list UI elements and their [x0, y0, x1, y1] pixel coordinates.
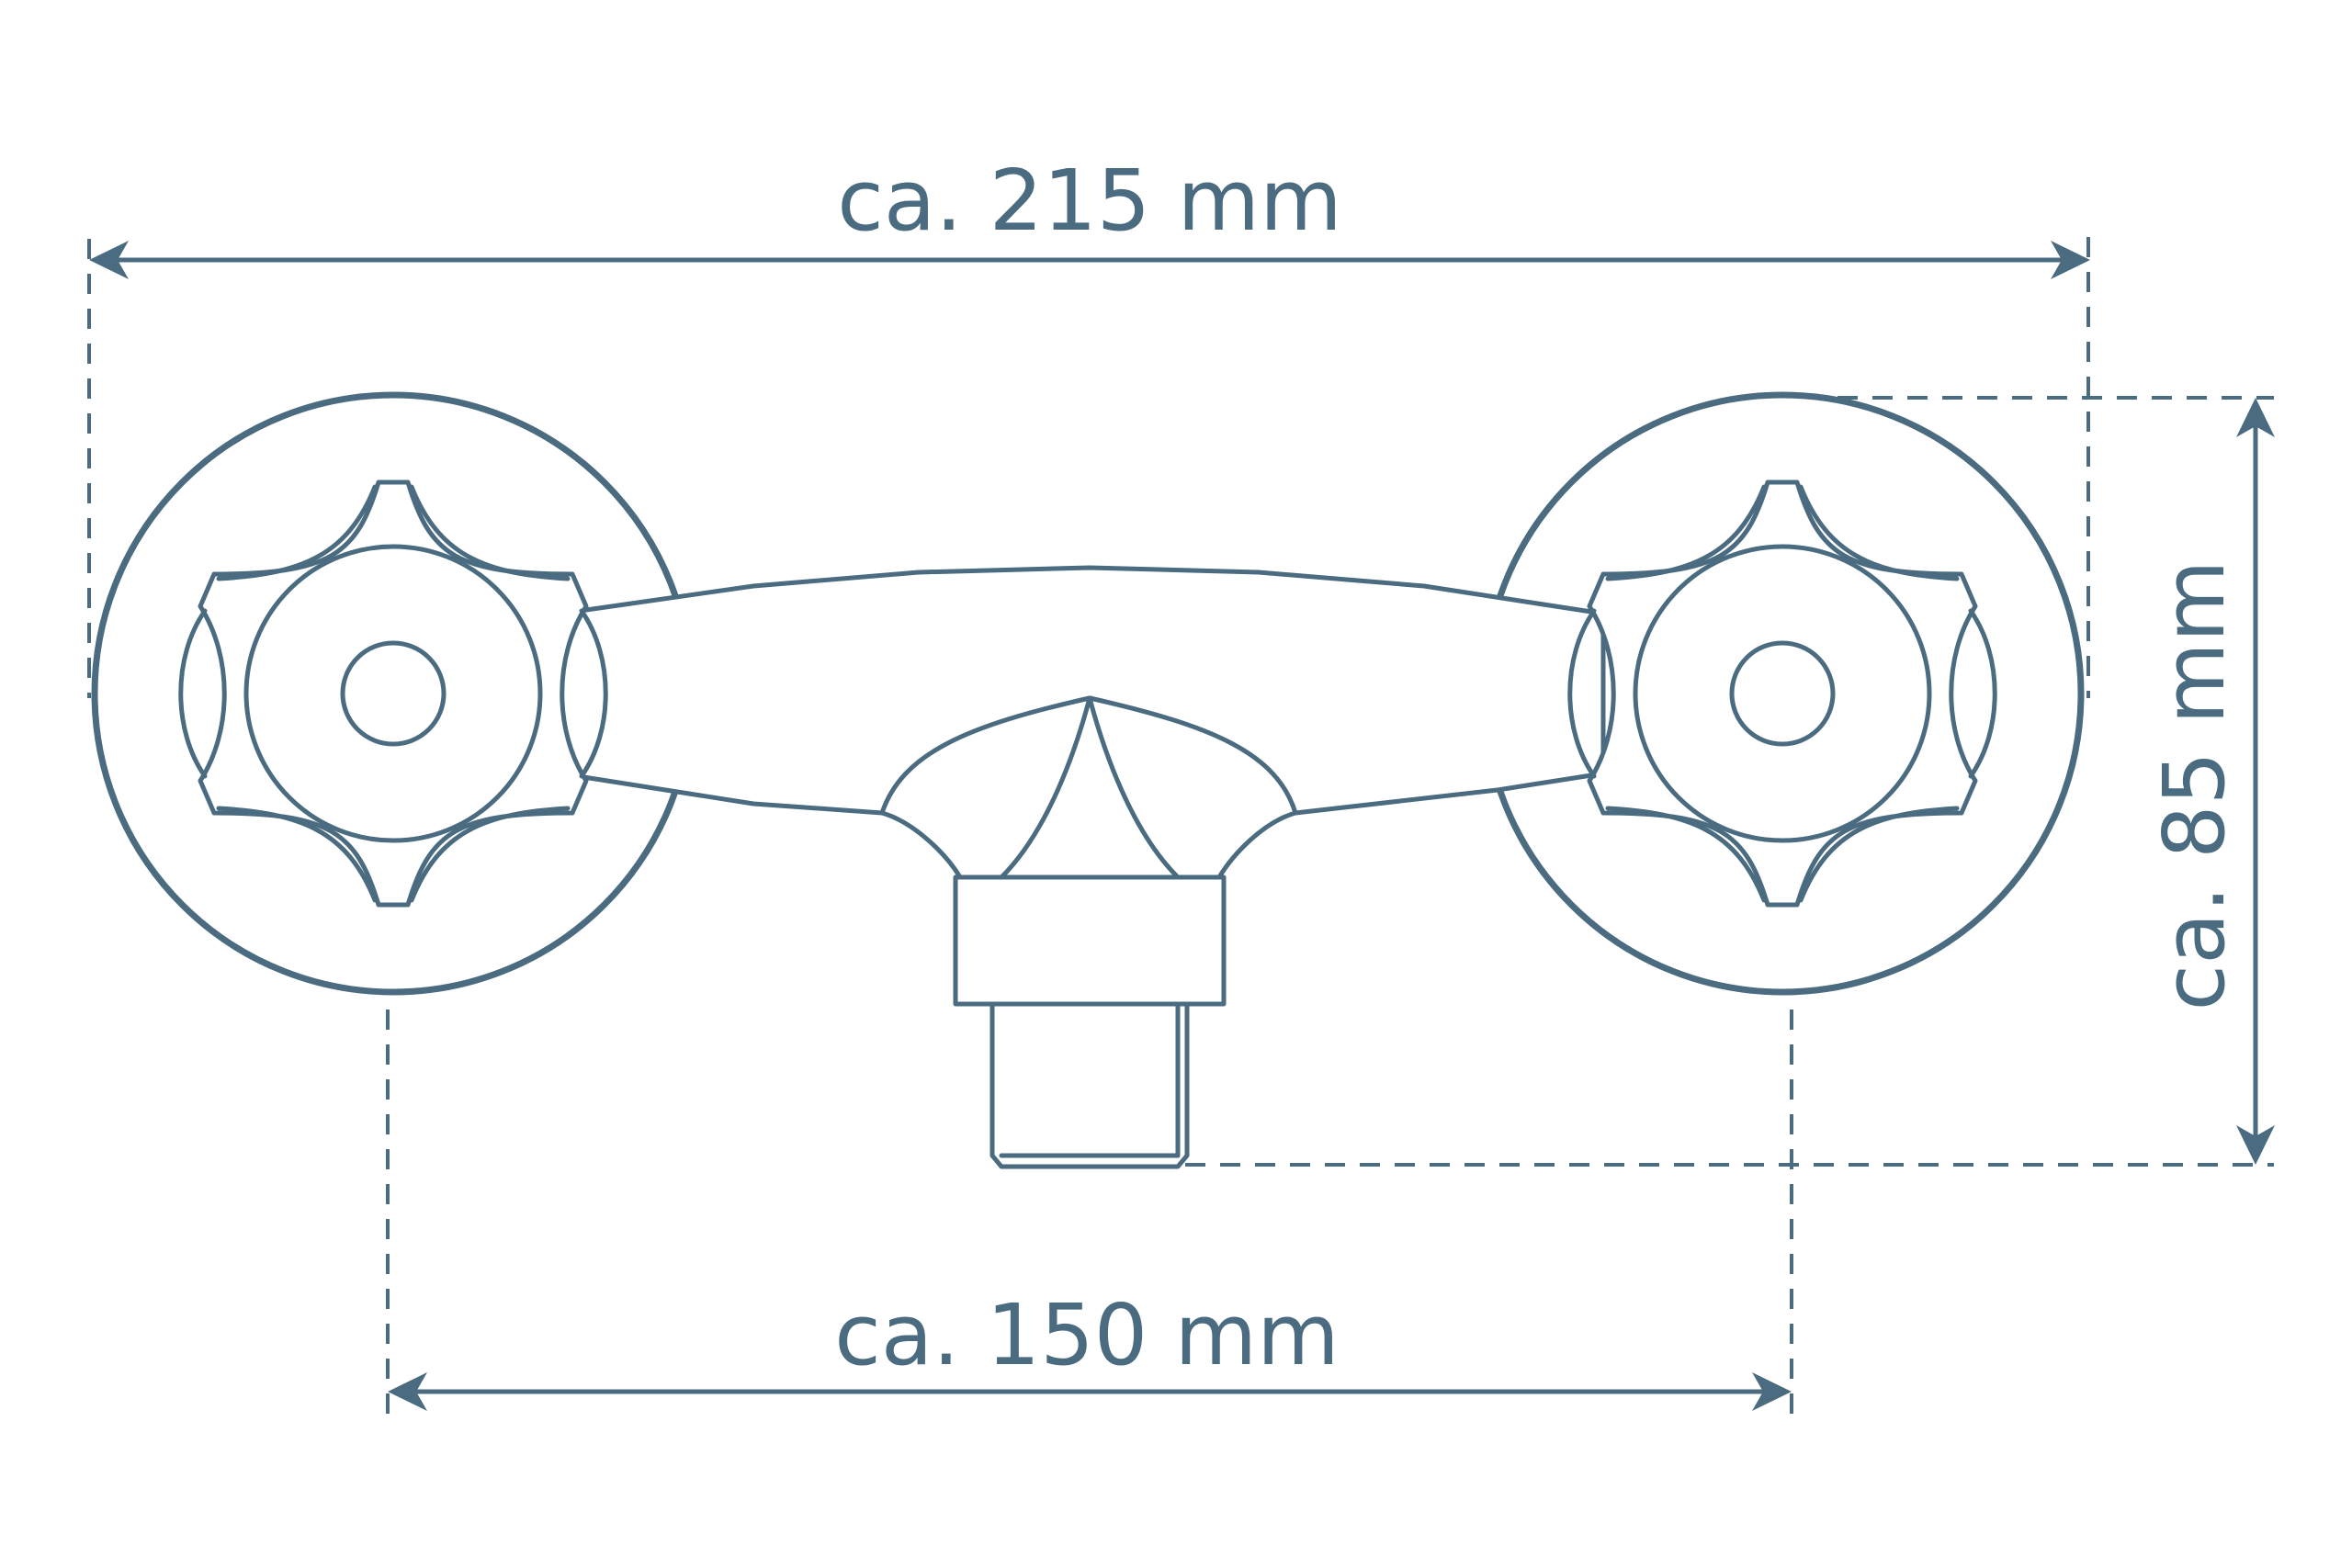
overall-width-arrow-left [89, 241, 129, 279]
overall-width-arrow-right [2051, 241, 2090, 279]
left-handle [178, 479, 608, 908]
overall-width-label: ca. 215 mm [837, 152, 1342, 250]
height-arrow-top [2236, 398, 2275, 437]
center-distance-arrow-right [1752, 1372, 1792, 1411]
overall-width-dimension: ca. 215 mm [89, 152, 2090, 279]
spout-thread [989, 1001, 1190, 1169]
height-arrow-bottom [2236, 1125, 2275, 1165]
mixer-body [558, 565, 1606, 816]
height-dimension: ca. 85 mm [2145, 398, 2275, 1165]
spout-nut [953, 874, 1227, 1007]
height-label: ca. 85 mm [2145, 560, 2244, 1011]
center-distance-dimension: ca. 150 mm [388, 1286, 1792, 1411]
left-handle-cap [340, 640, 447, 747]
right-handle [1567, 479, 1997, 908]
outlet-spout [879, 695, 1298, 1169]
center-distance-label: ca. 150 mm [834, 1286, 1340, 1384]
center-distance-arrow-left [388, 1372, 427, 1411]
right-handle-cap [1729, 640, 1836, 747]
